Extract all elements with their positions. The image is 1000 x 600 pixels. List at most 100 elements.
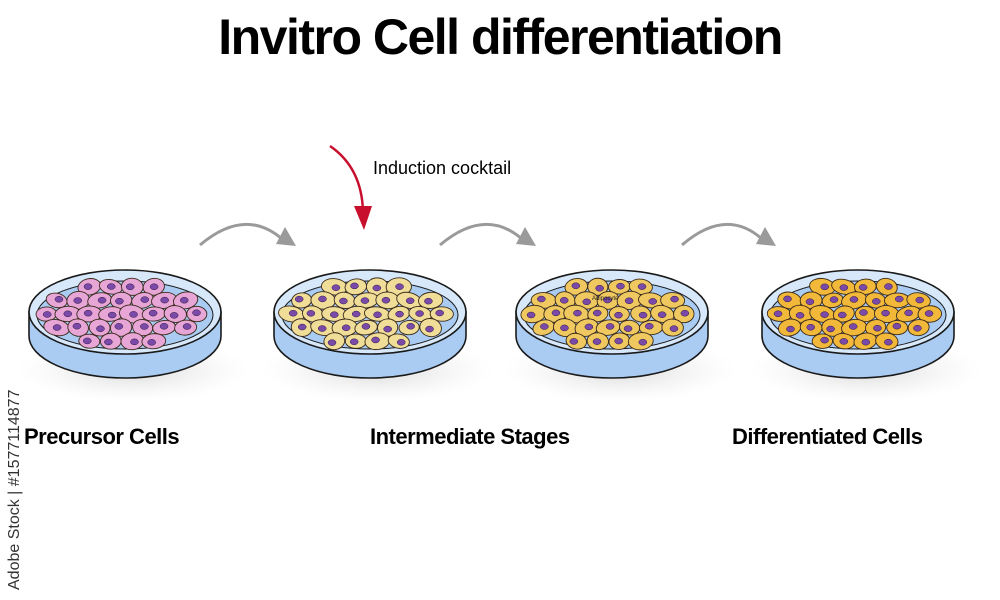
nucleus	[895, 295, 904, 303]
nucleus	[96, 325, 105, 332]
cell	[35, 306, 58, 322]
nucleus	[72, 322, 82, 330]
nucleus	[573, 309, 582, 317]
cell	[628, 278, 653, 295]
cell	[354, 319, 378, 336]
nucleus	[795, 312, 805, 319]
cell	[323, 332, 346, 351]
petri-dish-adipogenic: Adipocyte	[504, 269, 736, 402]
nucleus	[130, 338, 139, 346]
precursor-cells-label: Precursor Cells	[24, 424, 180, 449]
nucleus	[849, 296, 859, 303]
nucleus	[624, 297, 634, 305]
induction-arrow	[329, 144, 372, 230]
nucleus	[140, 296, 150, 303]
cell	[864, 292, 887, 309]
nucleus	[560, 324, 569, 332]
cell	[821, 318, 844, 337]
cell	[88, 318, 111, 337]
nucleus	[288, 309, 298, 317]
nucleus	[645, 322, 654, 330]
nucleus	[571, 282, 581, 290]
cell	[565, 332, 587, 350]
cell	[131, 292, 154, 309]
cell-cluster	[520, 277, 695, 351]
nucleus	[584, 323, 594, 331]
nucleus	[372, 284, 382, 292]
nucleus	[605, 323, 615, 330]
nucleus	[435, 309, 444, 317]
cell	[520, 304, 547, 324]
nucleus	[330, 311, 339, 318]
nucleus	[648, 298, 657, 305]
nucleus	[54, 296, 64, 303]
nucleus	[614, 337, 623, 345]
nucleus	[569, 338, 579, 345]
nucleus	[786, 325, 795, 333]
nucleus	[125, 283, 135, 291]
nucleus	[592, 338, 602, 345]
cell	[917, 305, 943, 323]
nucleus	[115, 297, 124, 305]
cell	[607, 279, 631, 295]
page-title: Invitro Cell differentiation	[218, 9, 783, 65]
nucleus	[350, 282, 359, 290]
cell	[766, 306, 792, 322]
nucleus	[415, 310, 424, 317]
nucleus	[140, 323, 149, 330]
nucleus	[405, 297, 415, 305]
cell	[429, 306, 454, 322]
nucleus	[339, 297, 348, 305]
nucleus	[82, 337, 92, 345]
nucleus	[540, 323, 549, 330]
nucleus	[381, 296, 391, 304]
nucleus	[104, 338, 113, 346]
nucleus	[657, 311, 667, 318]
nucleus	[425, 325, 434, 333]
process-arrow-1	[199, 223, 296, 247]
cell	[67, 318, 89, 337]
stock-watermark-text: Adobe Stock | #1577114877	[6, 389, 23, 590]
cell	[344, 278, 368, 296]
nucleus	[638, 311, 648, 319]
cell	[364, 332, 391, 351]
nucleus	[838, 311, 847, 319]
nucleus	[306, 310, 316, 317]
nucleus	[129, 311, 138, 318]
nucleus	[839, 284, 849, 291]
cell	[387, 333, 410, 349]
cell	[151, 291, 178, 309]
nucleus	[63, 310, 73, 318]
nucleus	[826, 325, 835, 333]
cell	[564, 278, 589, 296]
nucleus	[805, 298, 815, 305]
nucleus	[182, 323, 192, 330]
nucleus	[83, 309, 93, 317]
process-arrow-3	[681, 223, 776, 247]
nucleus	[551, 309, 561, 317]
nucleus	[537, 295, 546, 303]
nucleus	[297, 323, 307, 331]
nucleus	[915, 296, 925, 304]
petri-dish-differentiated	[750, 269, 982, 402]
cell	[895, 305, 921, 323]
cell	[799, 319, 823, 337]
cell	[587, 277, 609, 296]
nucleus	[107, 283, 116, 290]
nucleus	[159, 323, 169, 330]
nucleus	[192, 309, 201, 317]
cell	[419, 318, 442, 338]
cell	[152, 319, 177, 336]
cell	[321, 306, 348, 322]
nucleus	[820, 311, 829, 318]
nucleus	[582, 298, 591, 306]
nucleus	[371, 336, 380, 344]
nucleus	[361, 323, 371, 330]
cell	[120, 332, 145, 351]
nucleus	[595, 284, 604, 292]
cell	[854, 305, 876, 323]
cell	[586, 332, 609, 351]
nucleus	[360, 297, 370, 304]
nucleus	[147, 339, 156, 346]
